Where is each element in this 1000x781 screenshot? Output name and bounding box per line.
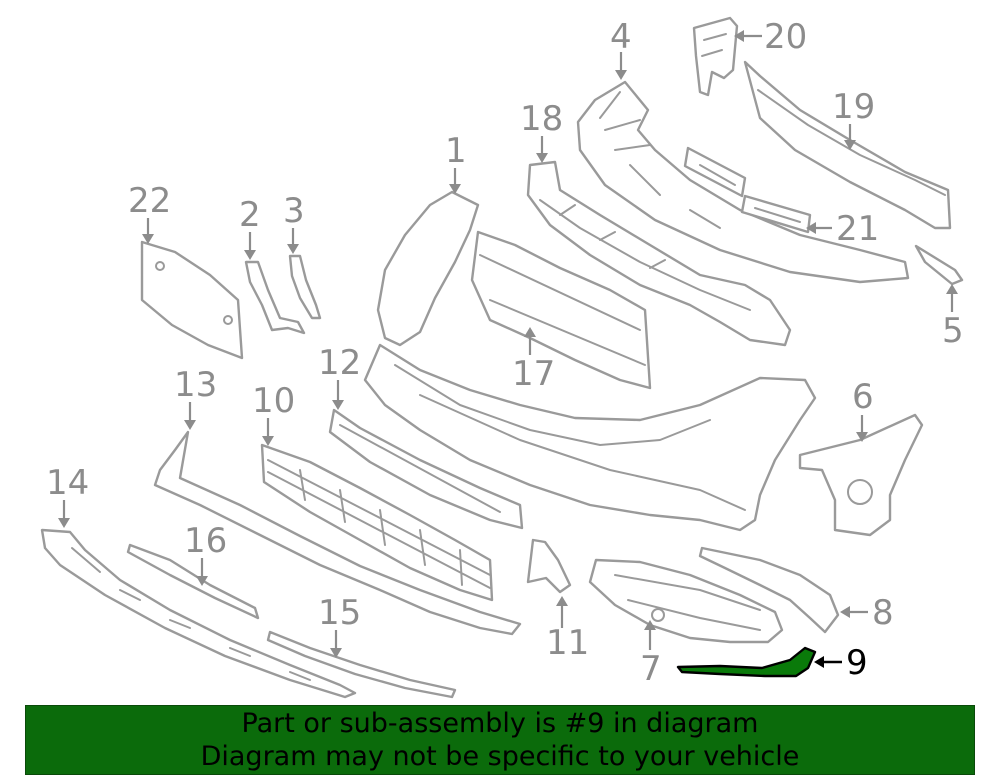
callout-18: 18 xyxy=(520,99,563,139)
part-4-upper-cover xyxy=(576,80,910,284)
callout-3: 3 xyxy=(283,191,305,231)
part-22-plate-bracket xyxy=(140,240,244,360)
callout-11: 11 xyxy=(546,623,589,663)
info-banner: Part or sub-assembly is #9 in diagram Di… xyxy=(25,705,975,775)
callout-2: 2 xyxy=(239,195,261,235)
part-6-bracket xyxy=(798,413,924,537)
part-10-grille xyxy=(260,443,494,602)
part-2-trim xyxy=(244,260,306,335)
part-15-trim xyxy=(266,630,457,699)
part-21-brackets xyxy=(683,146,812,234)
callout-19: 19 xyxy=(832,87,875,127)
callout-15: 15 xyxy=(318,593,361,633)
part-18-absorber xyxy=(526,160,792,347)
callout-17: 17 xyxy=(512,354,555,394)
callout-14: 14 xyxy=(46,463,89,503)
part-5-clip xyxy=(914,244,964,286)
part-20-bracket xyxy=(692,16,739,97)
callout-12: 12 xyxy=(318,343,361,383)
part-17-energy-absorber xyxy=(470,230,652,390)
part-7-corner xyxy=(588,558,784,644)
callout-13: 13 xyxy=(174,365,217,405)
callout-6: 6 xyxy=(852,377,874,417)
callout-8: 8 xyxy=(872,593,894,633)
part-9-highlighted-trim[interactable] xyxy=(676,646,817,678)
part-3-trim xyxy=(288,254,322,320)
callout-7: 7 xyxy=(640,649,662,689)
callout-22: 22 xyxy=(128,181,171,221)
part-14-spoiler xyxy=(40,528,357,699)
callout-1: 1 xyxy=(445,131,467,171)
part-12-strip xyxy=(328,408,524,530)
callout-10: 10 xyxy=(252,381,295,421)
part-1-bumper-cover xyxy=(363,190,817,532)
callout-4: 4 xyxy=(610,17,632,57)
callout-labels: 1 2 3 4 5 6 7 8 9 10 11 12 13 14 15 16 1… xyxy=(46,17,964,689)
leader-lines xyxy=(58,30,958,668)
callout-21: 21 xyxy=(836,209,879,249)
banner-line-2: Diagram may not be specific to your vehi… xyxy=(200,741,800,772)
callout-9[interactable]: 9 xyxy=(846,643,868,683)
part-11-bracket xyxy=(526,538,572,594)
banner-line-1: Part or sub-assembly is #9 in diagram xyxy=(241,708,759,739)
callout-16: 16 xyxy=(184,521,227,561)
part-13-lower-lip xyxy=(153,430,522,636)
part-8-corner-cover xyxy=(698,546,840,634)
part-16-trim xyxy=(126,543,260,620)
callout-20: 20 xyxy=(764,17,807,57)
callout-5: 5 xyxy=(942,311,964,351)
